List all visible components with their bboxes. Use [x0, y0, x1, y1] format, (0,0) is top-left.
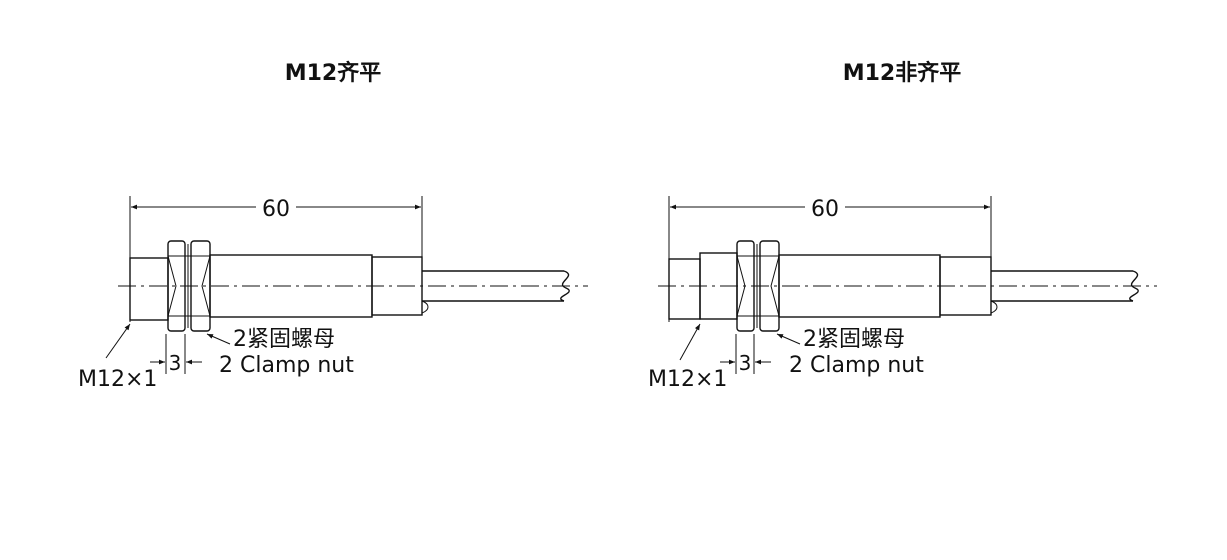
cable-strain-relief [990, 300, 998, 314]
sensor-drawing-nonflush: M12非齐平 60 [648, 60, 1157, 392]
length-label: 60 [811, 197, 839, 222]
threaded-front [129, 257, 169, 321]
length-dimension: 60 [129, 196, 423, 322]
length-dimension: 60 [668, 196, 992, 322]
gap-dimension: 3 [720, 334, 771, 375]
diagram-title: M12齐平 [285, 60, 382, 86]
sensor-drawing-flush: M12齐平 60 [78, 60, 588, 392]
nut-chamfer [770, 255, 780, 317]
clamp-nut-label-cn: 2紧固螺母 [233, 327, 335, 352]
gap-dimension: 3 [150, 334, 202, 375]
clamp-nut-label-en: 2 Clamp nut [219, 353, 354, 378]
thread-label: M12×1 [648, 367, 727, 392]
length-label: 60 [262, 197, 290, 222]
nut-chamfer [167, 255, 177, 317]
thread-leader [105, 323, 131, 359]
gap-label: 3 [739, 351, 752, 375]
clamp-nut-label-cn: 2紧固螺母 [803, 327, 905, 352]
clamp-nut-label-en: 2 Clamp nut [789, 353, 924, 378]
gap-label: 3 [169, 351, 182, 375]
diagram-title: M12非齐平 [843, 60, 962, 86]
thread-leader [679, 323, 701, 361]
cable-strain-relief [421, 300, 429, 314]
clamp-nut-leader [206, 333, 231, 345]
cable [421, 270, 570, 314]
cable-break [560, 270, 570, 302]
cable-break [1129, 270, 1139, 302]
clamp-nut-leader [776, 333, 801, 345]
cable [990, 270, 1139, 314]
thread-label: M12×1 [78, 367, 157, 392]
sensing-face [668, 258, 701, 320]
nut-chamfer [201, 255, 211, 317]
